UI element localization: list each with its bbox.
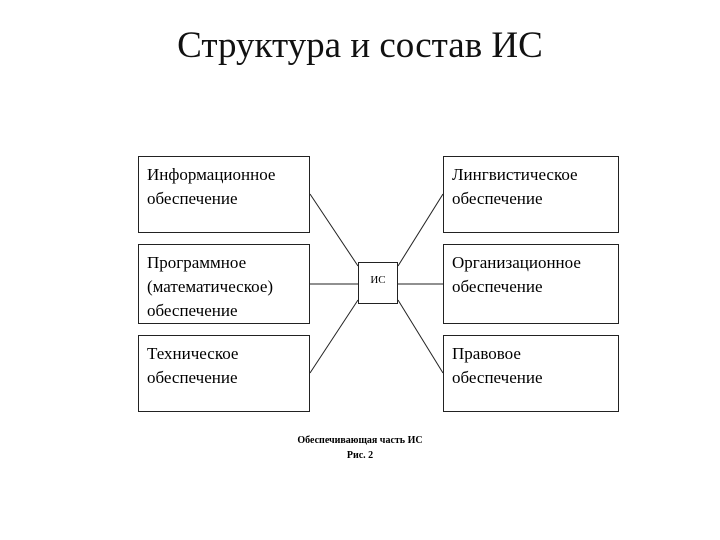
- box-linguistic-support: Лингвистическое обеспечение: [443, 156, 619, 233]
- center-node-is: ИС: [358, 262, 398, 304]
- connector-info: [309, 193, 359, 267]
- connector-ling: [397, 193, 444, 267]
- connector-tech: [309, 299, 359, 374]
- box-software-support: Программное (математическое) обеспечение: [138, 244, 310, 324]
- box-technical-support: Техническое обеспечение: [138, 335, 310, 412]
- connector-law: [397, 299, 444, 374]
- figure-caption-line2: Рис. 2: [346, 450, 374, 461]
- box-legal-support: Правовое обеспечение: [443, 335, 619, 412]
- box-informational-support: Информационное обеспечение: [138, 156, 310, 233]
- box-organizational-support: Организационное обеспечение: [443, 244, 619, 324]
- page-title: Структура и состав ИС: [177, 25, 543, 66]
- figure-caption-line1: Обеспечивающая часть ИС: [297, 435, 423, 446]
